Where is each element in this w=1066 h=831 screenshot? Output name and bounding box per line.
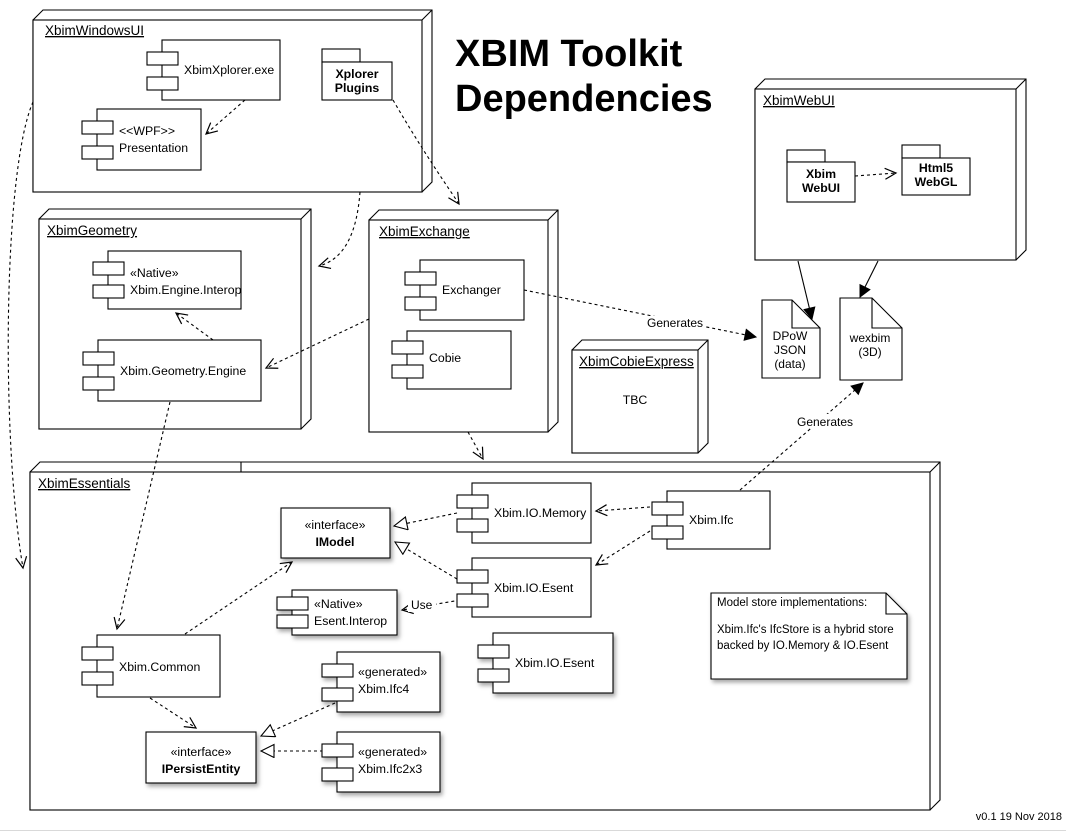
document-wexbim: wexbim (3D) — [839, 297, 903, 381]
component-label: Xbim.Ifc4 — [358, 682, 409, 696]
edge-geometry-engine-to-interop — [174, 312, 214, 341]
component-xbimxplorer-exe: XbimXplorer.exe — [146, 39, 281, 101]
svg-text:Generates: Generates — [797, 415, 853, 429]
folder-label: Html5 — [919, 161, 953, 175]
component-xbim-ifc: Xbim.Ifc — [651, 490, 771, 550]
title-line-2: Dependencies — [455, 78, 713, 120]
component-label: «Native» — [314, 597, 363, 611]
edge-ifc4-realizes-ipersistentity — [261, 702, 336, 736]
component-wpf-presentation: <<WPF>> Presentation — [81, 108, 202, 171]
edge-webui-folder-to-webgl — [854, 167, 898, 180]
package-xbim-exchange: XbimExchange — [368, 209, 559, 433]
component-xbim-ifc2x3: «generated» Xbim.Ifc2x3 — [321, 731, 441, 793]
package-body-text: TBC — [623, 393, 648, 407]
document-label: (3D) — [858, 345, 881, 359]
component-exchanger: Exchanger — [404, 259, 525, 321]
component-label: Cobie — [429, 351, 461, 365]
component-label: «generated» — [358, 745, 427, 759]
component-label: «generated» — [358, 665, 427, 679]
component-label: Xbim.Ifc — [689, 513, 733, 527]
package-label: XbimEssentials — [38, 476, 131, 491]
component-xbim-io-memory: Xbim.IO.Memory — [456, 482, 592, 544]
version-label: v0.1 19 Nov 2018 — [976, 811, 1062, 823]
package-xbim-windowsui: XbimWindowsUI — [32, 9, 433, 193]
interface-stereotype: «interface» — [305, 518, 366, 532]
edge-exchange-to-essentials — [467, 431, 484, 461]
package-label: XbimCobieExpress — [579, 354, 694, 369]
diagram-title: XBIM Toolkit Dependencies — [455, 33, 713, 120]
component-label: Exchanger — [442, 283, 501, 297]
package-label: XbimWindowsUI — [45, 23, 144, 38]
edges — [7, 99, 898, 751]
edge-memory-realizes-imodel — [394, 512, 458, 526]
component-xbim-ifc4: «generated» Xbim.Ifc4 — [321, 651, 441, 713]
edge-windowsui-to-geometry — [317, 191, 361, 270]
note-line: Xbim.Ifc's IfcStore is a hybrid store — [717, 624, 894, 636]
folder-xbim-webui: Xbim WebUI — [786, 149, 856, 203]
component-label: «Native» — [130, 266, 179, 280]
edge-windowsui-to-essentials — [7, 101, 34, 570]
component-label: Xbim.Engine.Interop — [130, 283, 242, 297]
component-label: <<WPF>> — [119, 124, 175, 138]
component-xbim-engine-interop: «Native» Xbim.Engine.Interop — [92, 250, 242, 310]
interface-ipersistentity: «interface» IPersistEntity — [145, 731, 257, 784]
note-model-store: Model store implementations: Xbim.Ifc's … — [710, 592, 908, 680]
edge-xplorerexe-to-presentation — [204, 99, 246, 135]
component-label: Xbim.Geometry.Engine — [120, 364, 246, 378]
note-line: backed by IO.Memory & IO.Esent — [717, 640, 889, 652]
folder-label: Xbim — [806, 167, 836, 181]
interface-stereotype: «interface» — [171, 745, 232, 759]
component-label: XbimXplorer.exe — [184, 63, 274, 77]
interface-imodel: «interface» IModel — [280, 507, 391, 559]
folder-label: Xplorer — [335, 67, 378, 81]
edge-ifc-to-esent — [594, 530, 651, 566]
component-label: Xbim.IO.Esent — [494, 581, 574, 595]
component-label: Xbim.IO.Memory — [494, 506, 587, 520]
component-cobie: Cobie — [391, 330, 512, 390]
interface-name: IPersistEntity — [162, 762, 241, 776]
component-label: Xbim.Ifc2x3 — [358, 762, 422, 776]
document-label: JSON — [774, 343, 806, 357]
component-label: Xbim.IO.Esent — [515, 656, 595, 670]
edge-webui-to-wexbim — [859, 260, 879, 298]
edge-webui-to-dpow — [797, 260, 816, 321]
folder-html5-webgl: Html5 WebGL — [901, 144, 971, 196]
edge-exchanger-generates-dpow — [523, 289, 758, 341]
edge-esent-realizes-imodel — [395, 542, 458, 580]
folder-label: Plugins — [335, 81, 380, 95]
component-xbim-common: Xbim.Common — [81, 634, 221, 698]
title-line-1: XBIM Toolkit — [455, 33, 683, 75]
note-line: Model store implementations: — [717, 597, 867, 609]
component-xbim-io-esent-lower: Xbim.IO.Esent — [477, 632, 614, 694]
component-label: Presentation — [119, 141, 188, 155]
svg-text:Use: Use — [411, 598, 433, 612]
svg-text:Generates: Generates — [647, 316, 703, 330]
edge-exchange-to-geometry-engine — [264, 318, 370, 369]
folder-xplorer-plugins: Xplorer Plugins — [321, 48, 393, 101]
package-label: XbimWebUI — [763, 93, 835, 108]
component-label: Xbim.Common — [119, 660, 200, 674]
edge-geometry-engine-to-common — [113, 401, 171, 631]
edge-plugins-to-exchange — [392, 99, 460, 206]
edge-label-use: Use — [408, 598, 436, 612]
component-xbim-io-esent-upper: Xbim.IO.Esent — [456, 557, 592, 618]
component-xbim-geometry-engine: Xbim.Geometry.Engine — [82, 339, 262, 402]
folder-label: WebUI — [802, 181, 840, 195]
document-label: wexbim — [849, 331, 891, 345]
document-label: (data) — [774, 357, 805, 371]
document-dpow-json: DPoW JSON (data) — [761, 299, 821, 379]
interface-name: IModel — [316, 535, 355, 549]
edge-label-generates-dpow: Generates — [643, 316, 705, 330]
component-label: Esent.Interop — [314, 614, 387, 628]
document-label: DPoW — [773, 329, 808, 343]
edge-label-generates-wexbim: Generates — [793, 414, 855, 429]
component-esent-interop: «Native» Esent.Interop — [276, 589, 398, 636]
package-label: XbimExchange — [379, 224, 470, 239]
folder-label: WebGL — [915, 175, 958, 189]
package-label: XbimGeometry — [47, 223, 137, 238]
package-xbim-cobie-express: XbimCobieExpress TBC — [571, 339, 709, 454]
